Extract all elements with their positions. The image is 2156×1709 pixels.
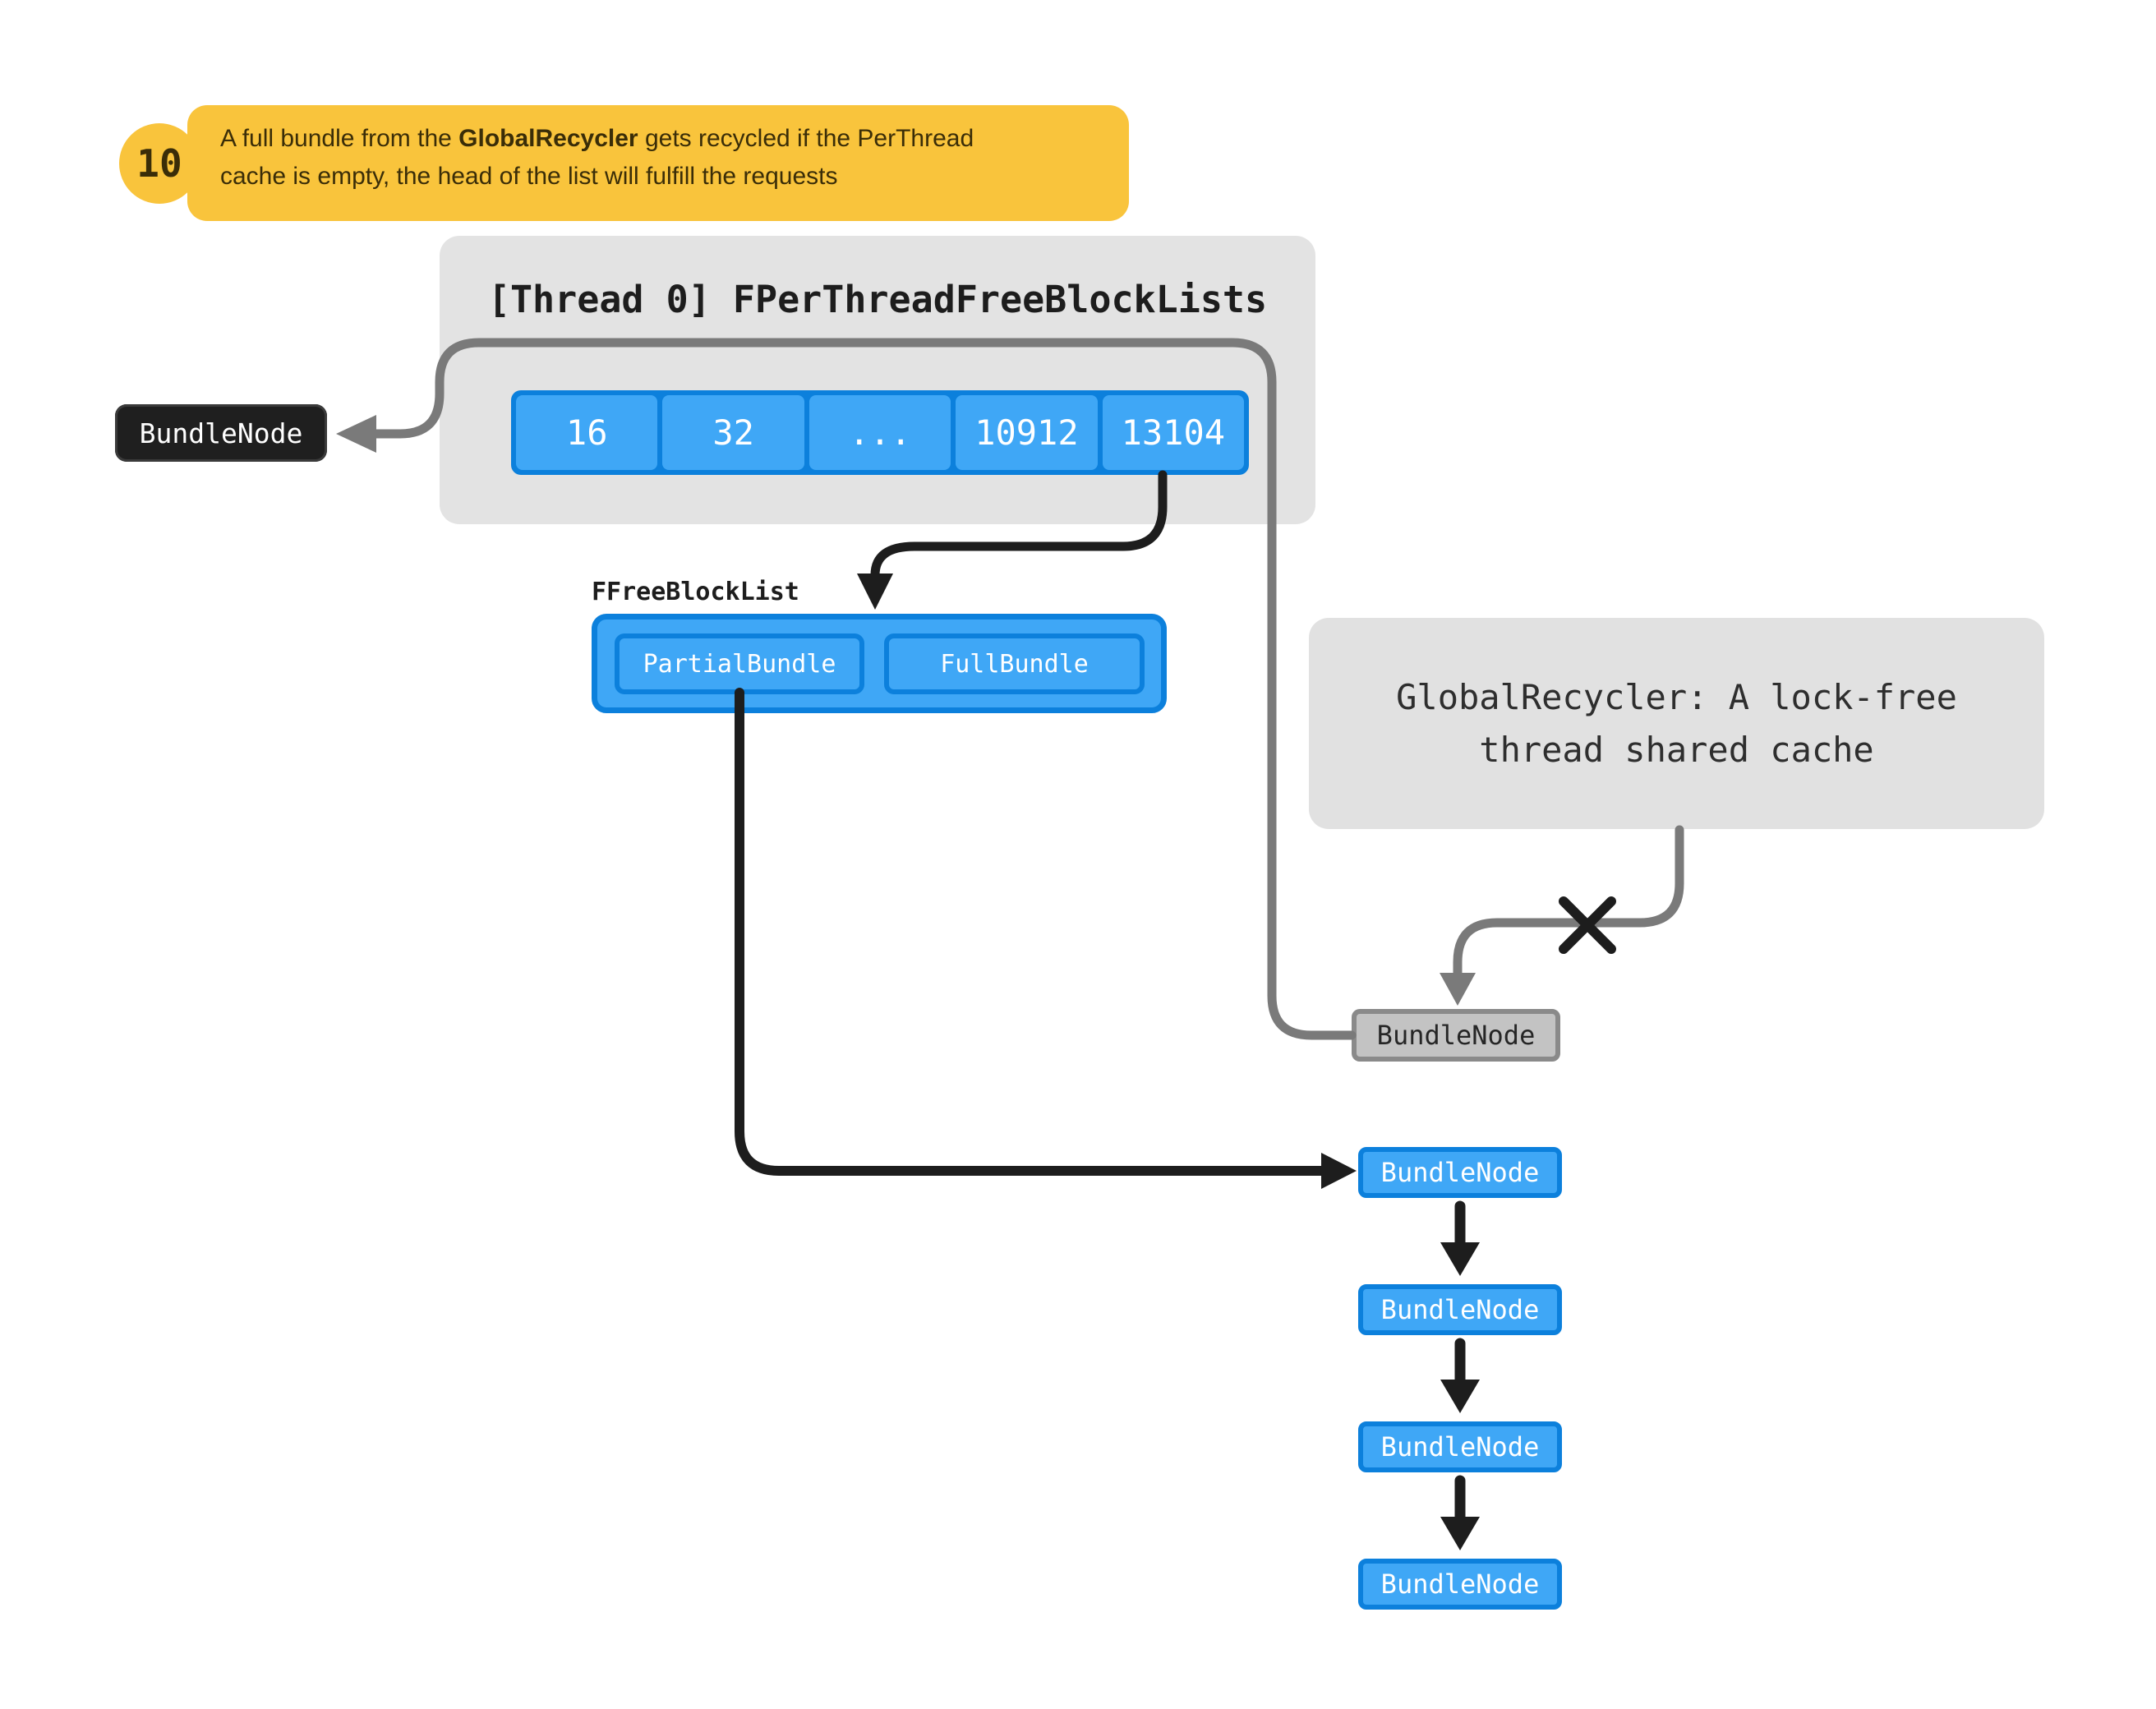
bundle-node-black: BundleNode bbox=[115, 404, 327, 462]
bundle-chain-node-4: BundleNode bbox=[1358, 1559, 1562, 1610]
size-cell-10912: 10912 bbox=[956, 395, 1098, 470]
bundle-chain-node-4-label: BundleNode bbox=[1380, 1569, 1540, 1600]
size-cell-13104: 13104 bbox=[1102, 395, 1245, 470]
freeblocklist-arrowhead-icon bbox=[857, 574, 893, 610]
partial-bundle-label: PartialBundle bbox=[643, 649, 836, 679]
size-cell-32: 32 bbox=[662, 395, 804, 470]
bundle-chain-node-1: BundleNode bbox=[1358, 1147, 1562, 1198]
partial-bundle-box: PartialBundle bbox=[615, 633, 864, 694]
bundle-chain-node-3-label: BundleNode bbox=[1380, 1431, 1540, 1463]
global-recycler-line1: GlobalRecycler: A lock-free bbox=[1396, 676, 1957, 717]
full-bundle-label: FullBundle bbox=[940, 649, 1089, 679]
block-size-array: 16 32 ... 10912 13104 bbox=[511, 390, 1249, 475]
free-block-list-label: FFreeBlockList bbox=[592, 578, 799, 606]
recycler-to-node-arrow bbox=[1440, 825, 1684, 1006]
cross-out-x-icon bbox=[1559, 896, 1616, 954]
callout-number: 10 bbox=[136, 141, 182, 186]
global-recycler-panel: GlobalRecycler: A lock-free thread share… bbox=[1309, 618, 2044, 829]
bundle-node-black-label: BundleNode bbox=[139, 417, 303, 449]
bundle-node-recycled: BundleNode bbox=[1352, 1009, 1560, 1062]
callout-number-badge: 10 bbox=[119, 123, 200, 204]
per-thread-panel-title: [Thread 0] FPerThreadFreeBlockLists bbox=[487, 278, 1268, 321]
full-bundle-box: FullBundle bbox=[884, 633, 1145, 694]
callout-bubble bbox=[187, 105, 1129, 221]
chain-head-arrowhead-icon bbox=[1321, 1153, 1357, 1189]
chain-link-arrow-2 bbox=[1440, 1338, 1480, 1413]
recycler-arrowhead-icon bbox=[1440, 973, 1476, 1006]
bundle-chain-node-2-label: BundleNode bbox=[1380, 1294, 1540, 1325]
bundle-chain-node-3: BundleNode bbox=[1358, 1421, 1562, 1472]
size-cell-16: 16 bbox=[516, 395, 658, 470]
bundle-node-recycled-label: BundleNode bbox=[1376, 1020, 1536, 1051]
partial-to-chain-arrow bbox=[735, 688, 1357, 1189]
callout-text: A full bundle from the GlobalRecycler ge… bbox=[220, 125, 974, 190]
bundle-chain-node-2: BundleNode bbox=[1358, 1284, 1562, 1335]
chain-link-arrow-1 bbox=[1440, 1200, 1480, 1276]
gray-loop-arrowhead-icon bbox=[336, 415, 376, 453]
global-recycler-line2: thread shared cache bbox=[1479, 729, 1874, 770]
bundle-chain-node-1-label: BundleNode bbox=[1380, 1157, 1540, 1188]
chain-link-arrow-3 bbox=[1440, 1475, 1480, 1550]
size-cell-ellipsis: ... bbox=[808, 395, 951, 470]
